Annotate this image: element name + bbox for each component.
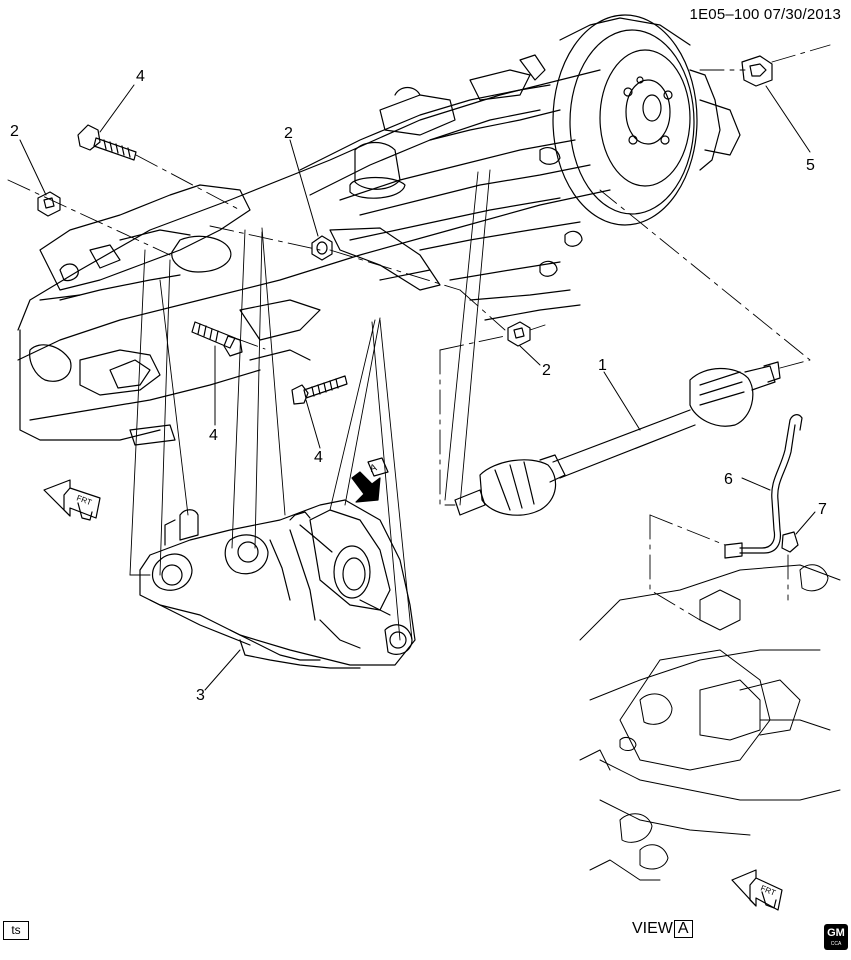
front-label-right: FRT: [759, 884, 777, 898]
alignment-lines: [7, 44, 831, 621]
view-a-arrow-icon: [351, 457, 389, 503]
callout-3: 3: [196, 687, 205, 704]
ts-label: ts: [3, 921, 29, 940]
callout-4-top: 4: [136, 68, 145, 85]
rear-cradle: [17, 69, 611, 446]
gm-logo-text: GM: [827, 927, 845, 939]
mount-leader-lines: [129, 169, 491, 641]
callout-leaders: [19, 84, 816, 691]
front-arrow-right-icon: [731, 869, 783, 911]
callout-4-middle: 4: [209, 427, 218, 444]
vent-hose: [724, 414, 803, 559]
diagram-id: 1E05–100 07/30/2013: [689, 6, 841, 23]
gm-logo: GM CCA: [824, 924, 848, 950]
callout-4-lower: 4: [314, 449, 323, 466]
bracket: [329, 227, 441, 291]
nut-left: [37, 191, 61, 217]
view-marker-letter: A: [369, 462, 379, 475]
nut-right: [507, 321, 531, 347]
callout-7: 7: [818, 501, 827, 518]
rear-hub-rotor: [552, 14, 741, 226]
callout-2-left: 2: [10, 123, 19, 140]
callout-5: 5: [806, 157, 815, 174]
view-letter-box: A: [673, 920, 693, 938]
gm-logo-sub: CCA: [830, 941, 842, 947]
callout-numbers: 1 2 2 2 3 4 4 4 5 6 7: [10, 68, 827, 704]
upper-suspension: [299, 54, 591, 321]
front-arrow-left-icon: [43, 479, 101, 521]
bolt-middle: [191, 321, 243, 357]
bolt-lower: [291, 375, 348, 405]
nut-center: [311, 235, 333, 261]
view-text: VIEW: [632, 920, 673, 937]
hub-nut: [741, 55, 773, 87]
callout-6: 6: [724, 471, 733, 488]
view-a-inset: [579, 564, 841, 881]
callout-2-center: 2: [284, 125, 293, 142]
rear-differential: [139, 499, 416, 669]
callout-2-right: 2: [542, 362, 551, 379]
bolt-top: [77, 124, 137, 161]
callout-1: 1: [598, 357, 607, 374]
half-shaft: [454, 361, 781, 516]
